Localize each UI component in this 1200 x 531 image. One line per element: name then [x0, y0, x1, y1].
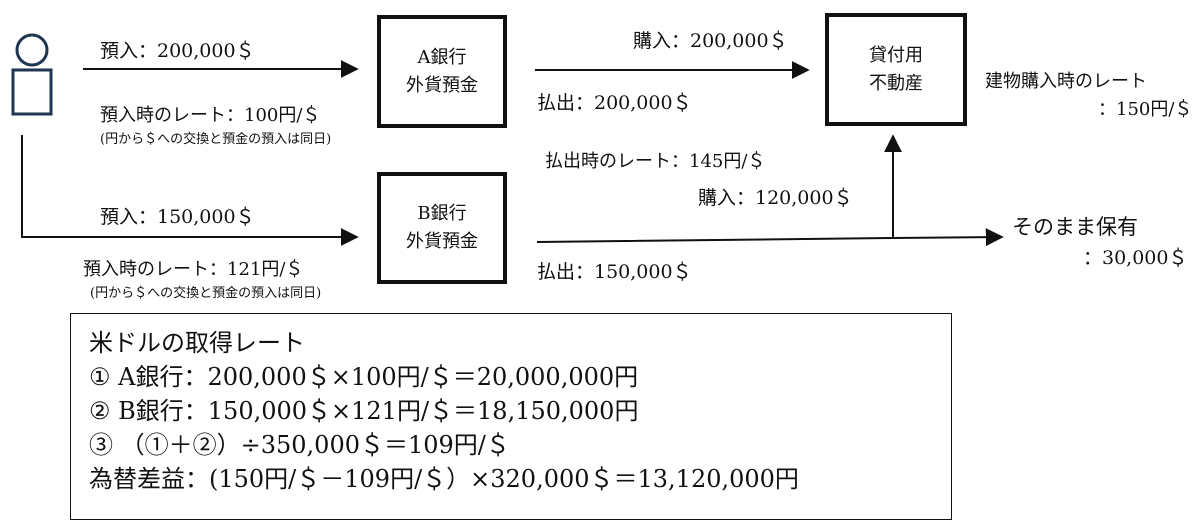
deposit-a-rate: 預入時のレート：100円/＄	[100, 105, 321, 126]
hold-label: そのまま保有	[1012, 215, 1138, 239]
withdraw-a-label: 払出：200,000＄	[537, 92, 692, 114]
deposit-b-note: (円から＄への交換と預金の預入は同日)	[90, 286, 322, 301]
bank-a-type: 外貨預金	[406, 74, 478, 96]
bank-b-box: B銀行 外貨預金	[377, 172, 507, 284]
deposit-b-rate: 預入時のレート：121円/＄	[83, 259, 304, 280]
bank-b-name: B銀行	[417, 203, 467, 225]
summary-line-1: ① A銀行：200,000＄×100円/＄＝20,000,000円	[89, 363, 639, 391]
summary-line-2: ② B銀行：150,000＄×121円/＄＝18,150,000円	[89, 397, 639, 425]
property-box: 貸付用 不動産	[825, 13, 967, 126]
purchase-a-label: 購入：200,000＄	[633, 30, 788, 52]
building-rate-value: ：150円/＄	[1098, 99, 1193, 120]
property-line1: 貸付用	[869, 44, 923, 66]
bank-b-type: 外貨預金	[406, 231, 478, 252]
bank-a-box: A銀行 外貨預金	[377, 15, 507, 128]
arrow-bank-b-to-hold	[536, 228, 1004, 247]
bank-a-name: A銀行	[417, 46, 467, 68]
deposit-b-label: 預入：150,000＄	[100, 206, 255, 228]
arrow-person-to-bank-b	[21, 135, 359, 246]
building-rate-label: 建物購入時のレート	[985, 71, 1147, 92]
hold-value: ：30,000＄	[1083, 247, 1188, 269]
property-line2: 不動産	[869, 72, 923, 94]
summary-line-3: ③ （①＋②）÷350,000＄＝109円/＄	[89, 431, 510, 459]
summary-box: 米ドルの取得レート ① A銀行：200,000＄×100円/＄＝20,000,0…	[70, 313, 952, 520]
withdraw-b-rate: 払出時のレート：145円/＄	[545, 151, 766, 172]
summary-title: 米ドルの取得レート	[89, 329, 305, 357]
purchase-b-label: 購入：120,000＄	[698, 187, 853, 209]
deposit-a-label: 預入：200,000＄	[100, 40, 255, 62]
deposit-a-note: (円から＄への交換と預金の預入は同日)	[100, 132, 332, 147]
withdraw-b-label: 払出：150,000＄	[537, 261, 692, 283]
summary-line-4: 為替差益：(150円/＄－109円/＄）×320,000＄＝13,120,000…	[89, 465, 799, 493]
person-icon	[11, 33, 53, 116]
